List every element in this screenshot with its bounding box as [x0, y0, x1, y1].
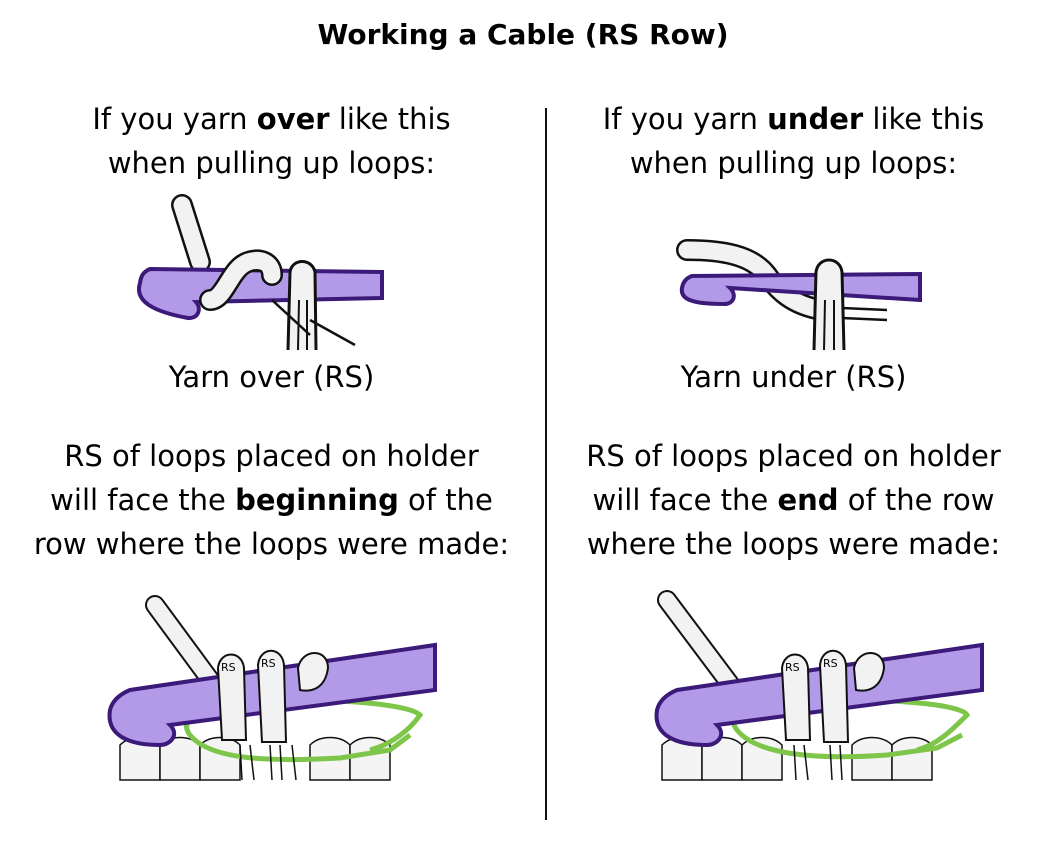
left-holder-illustration: RS RS [107, 595, 437, 781]
right-result-text: RS of loops placed on holder will face t… [532, 434, 1046, 566]
right-rs-label-2: RS [823, 657, 838, 670]
right-caption: Yarn under (RS) [680, 360, 907, 394]
right-rs-label-1: RS [785, 661, 800, 674]
column-divider [545, 108, 547, 820]
right-result-line1: RS of loops placed on holder [586, 439, 1001, 473]
left-result-line1: RS of loops placed on holder [64, 439, 479, 473]
left-result-line3: row where the loops were made: [33, 527, 510, 561]
left-intro-line2: when pulling up loops: [107, 146, 436, 180]
left-result-bold: beginning [235, 483, 399, 517]
right-result-line3: where the loops were made: [586, 527, 1001, 561]
yarn-over-hook-illustration [137, 194, 384, 351]
left-intro-post: like this [329, 102, 451, 136]
left-rs-label-1: RS [221, 661, 236, 674]
left-intro-bold: over [256, 102, 330, 136]
right-intro-text: If you yarn under like this when pulling… [532, 97, 1046, 185]
left-intro-text: If you yarn over like this when pulling … [10, 97, 533, 185]
right-intro-pre: If you yarn [602, 102, 768, 136]
left-result-text: RS of loops placed on holder will face t… [10, 434, 533, 566]
left-column: If you yarn over like this when pulling … [10, 0, 533, 853]
right-intro-post: like this [863, 102, 985, 136]
right-holder-illustration: RS RS [654, 590, 984, 781]
right-result-post: of the row [838, 483, 995, 517]
left-intro-pre: If you yarn [92, 102, 257, 136]
yarn-under-hook-illustration [676, 239, 922, 351]
right-column: If you yarn under like this when pulling… [532, 0, 1046, 853]
left-result-pre: will face the [50, 483, 236, 517]
right-result-pre: will face the [592, 483, 778, 517]
left-result-post: of the [398, 483, 493, 517]
left-rs-label-2: RS [261, 657, 276, 670]
page-title: Working a Cable (RS Row) [317, 18, 729, 51]
right-result-bold: end [777, 483, 839, 517]
right-intro-bold: under [767, 102, 864, 136]
right-intro-line2: when pulling up loops: [629, 146, 958, 180]
left-caption: Yarn over (RS) [168, 360, 375, 394]
